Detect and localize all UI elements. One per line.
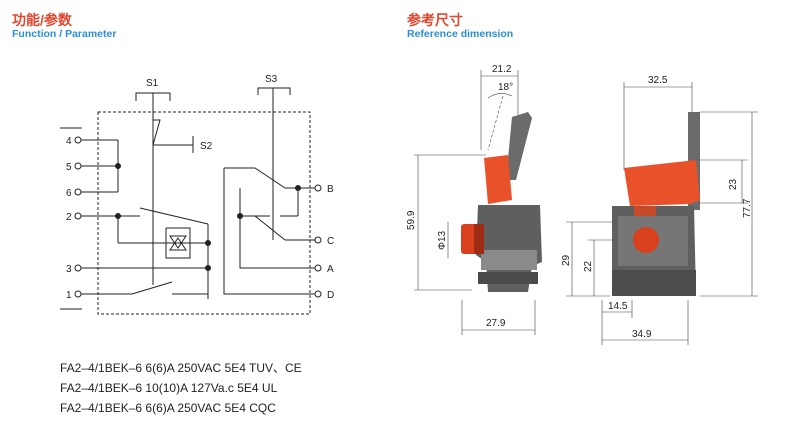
dim-77-7: 77.7 xyxy=(742,198,753,218)
dim-22: 22 xyxy=(583,260,594,272)
terminal-2 xyxy=(74,212,82,220)
s2-switch xyxy=(152,119,161,146)
s1-label: S1 xyxy=(146,78,159,89)
dim-23: 23 xyxy=(728,178,739,190)
dim-14-5: 14.5 xyxy=(608,301,628,312)
dim-59-9: 59.9 xyxy=(406,210,417,230)
dim-34-9: 34.9 xyxy=(632,329,652,340)
spec-list: FA2–4/1BEK–6 6(6)A 250VAC 5E4 TUV、CE FA2… xyxy=(60,358,302,418)
terminal-D xyxy=(314,290,322,298)
terminal-1 xyxy=(74,290,82,298)
spec-line: FA2–4/1BEK–6 10(10)A 127Va.c 5E4 UL xyxy=(60,381,278,395)
side-view-drawing xyxy=(414,70,542,335)
front-view-drawing xyxy=(566,82,758,345)
terminal-A xyxy=(314,264,322,272)
terminal-label-A: A xyxy=(327,264,334,275)
terminal-label-5: 5 xyxy=(66,162,72,173)
terminal-label-B: B xyxy=(327,184,334,195)
spec-line: FA2–4/1BEK–6 6(6)A 250VAC 5E4 TUV、CE xyxy=(60,361,302,375)
terminal-label-4: 4 xyxy=(66,136,72,147)
s3-bracket xyxy=(257,87,291,95)
triac-box xyxy=(165,227,191,259)
terminal-label-1: 1 xyxy=(66,290,72,301)
section-title-en: Function / Parameter xyxy=(12,28,117,40)
terminal-label-C: C xyxy=(327,236,334,247)
dim-18-deg: 18° xyxy=(498,82,513,93)
dim-29: 29 xyxy=(561,254,572,266)
terminal-5 xyxy=(74,162,82,170)
spec-line: FA2–4/1BEK–6 6(6)A 250VAC 5E4 CQC xyxy=(60,401,276,415)
function-parameter-header: 功能/参数 Function / Parameter xyxy=(12,12,116,40)
section-title-cn: 功能/参数 xyxy=(12,12,72,28)
terminal-label-D: D xyxy=(327,290,334,301)
terminal-4 xyxy=(74,136,82,144)
terminal-label-6: 6 xyxy=(66,188,72,199)
terminal-3 xyxy=(74,264,82,272)
speed-dial xyxy=(633,227,659,253)
terminal-6 xyxy=(74,188,82,196)
terminal-C xyxy=(314,236,322,244)
s3-label: S3 xyxy=(265,74,278,85)
dim-32-5: 32.5 xyxy=(648,75,668,86)
dim-27-9: 27.9 xyxy=(486,318,506,329)
s2-label: S2 xyxy=(200,141,213,152)
reference-dimension-header: 参考尺寸 Reference dimension xyxy=(407,12,513,40)
section-title-en: Reference dimension xyxy=(407,28,514,40)
dim-21-2: 21.2 xyxy=(492,64,512,75)
section-title-cn: 参考尺寸 xyxy=(407,12,463,28)
enclosure-outline xyxy=(97,111,311,315)
terminal-label-3: 3 xyxy=(66,264,72,275)
terminal-B xyxy=(314,184,322,192)
dim-phi-13: Φ13 xyxy=(437,230,448,250)
terminal-label-2: 2 xyxy=(66,212,72,223)
